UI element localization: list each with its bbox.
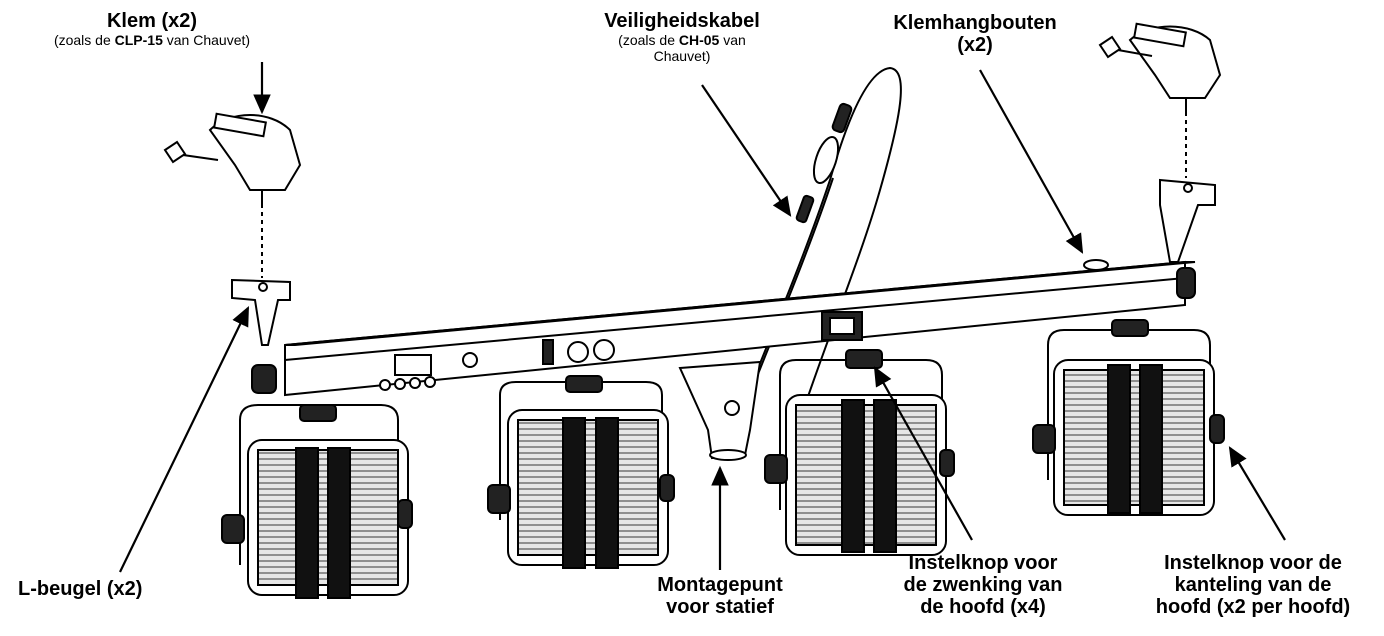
light-head-2 <box>487 375 675 569</box>
label-klem-title: Klem (x2) <box>106 10 198 32</box>
arrow-kanteling <box>1228 446 1286 541</box>
label-veiligheidskabel-sub: (zoals de CH-05 van <box>618 32 746 48</box>
clamp-left <box>163 112 302 278</box>
label-veiligheidskabel-title: Veiligheidskabel <box>604 10 760 32</box>
label-klemhangbouten: Klemhangbouten (x2) <box>893 12 1057 56</box>
arrow-lbeugel <box>119 306 249 573</box>
label-klem-sub: (zoals de CLP-15 van Chauvet) <box>53 32 251 48</box>
label-kanteling: Instelknop voor de kanteling van de hoof… <box>1155 552 1351 618</box>
label-veiligheidskabel-sub2: Chauvet) <box>653 48 711 65</box>
arrow-veiligheidskabel <box>701 84 792 217</box>
label-lbeugel: L-beugel (x2) <box>18 578 143 600</box>
label-zwenking: Instelknop voor de zwenking van de hoofd… <box>903 552 1063 618</box>
light-head-1 <box>221 404 413 599</box>
mounting-bar <box>231 178 1216 461</box>
arrow-klemhangbouten <box>979 69 1084 254</box>
light-head-3 <box>764 349 955 556</box>
clamp-right <box>1098 22 1222 178</box>
light-head-4 <box>1032 319 1225 516</box>
callout-arrows <box>119 62 1286 573</box>
arrow-zwenking <box>873 366 973 541</box>
label-klem: Klem (x2) (zoals de CLP-15 van Chauvet) <box>2 10 302 48</box>
label-montagepunt: Montagepunt voor statief <box>657 574 783 618</box>
label-veiligheidskabel: Veiligheidskabel (zoals de CH-05 van Cha… <box>582 10 782 64</box>
